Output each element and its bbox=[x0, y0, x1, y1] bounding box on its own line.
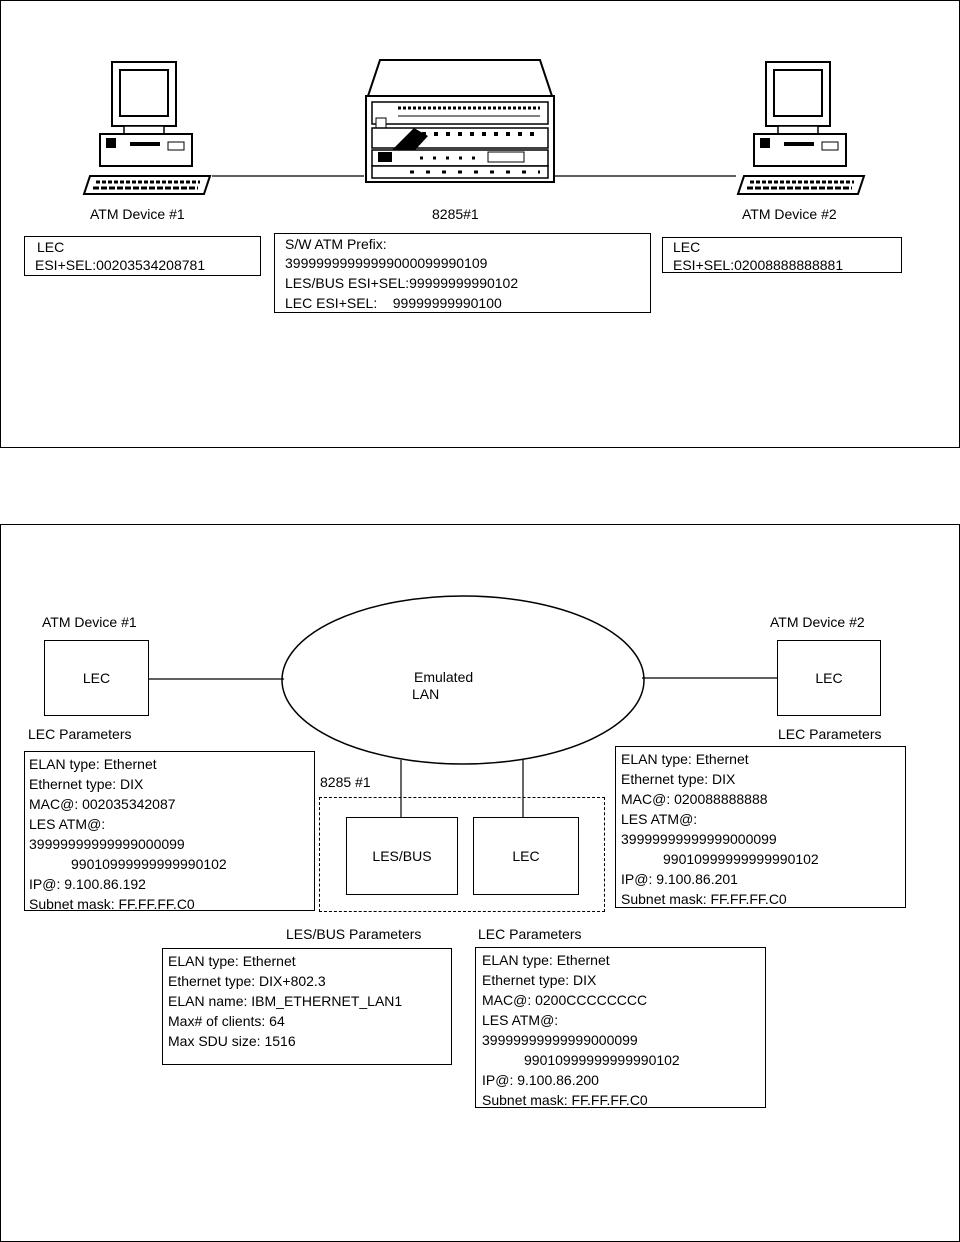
lesbus-params-box: ELAN type: Ethernet Ethernet type: DIX+8… bbox=[162, 948, 452, 1065]
lec-right-label: LEC bbox=[815, 670, 843, 686]
param-line: 39999999999999000099 bbox=[29, 836, 185, 852]
lec-left-label: LEC bbox=[82, 670, 111, 686]
param-line: 99010999999999990102 bbox=[524, 1052, 680, 1068]
switch-8285-label: 8285 #1 bbox=[320, 774, 371, 790]
device2-esi-line: ESI+SEL:02008888888881 bbox=[673, 257, 844, 273]
lec-params-right-box: ELAN type: Ethernet Ethernet type: DIX M… bbox=[615, 746, 906, 908]
lec-left-box: LEC bbox=[44, 640, 149, 716]
computer-2-icon bbox=[736, 61, 866, 195]
lec-params-center-title: LEC Parameters bbox=[478, 926, 582, 942]
switch-8285-boundary bbox=[319, 797, 605, 912]
atm-switch-icon bbox=[365, 59, 555, 183]
param-line: Max# of clients: 64 bbox=[168, 1013, 285, 1029]
bottom-device1-label: ATM Device #1 bbox=[42, 614, 137, 630]
param-line: LES ATM@: bbox=[621, 811, 698, 827]
param-line: ELAN type: Ethernet bbox=[621, 751, 749, 767]
param-line: 99010999999999990102 bbox=[663, 851, 819, 867]
param-line: ELAN name: IBM_ETHERNET_LAN1 bbox=[168, 993, 403, 1009]
param-line: MAC@: 0200CCCCCCCC bbox=[482, 992, 648, 1008]
param-line: IP@: 9.100.86.200 bbox=[482, 1072, 599, 1088]
lesbus-box: LES/BUS bbox=[346, 817, 458, 895]
switch-prefix-line: LEC ESI+SEL: 99999999990100 bbox=[285, 295, 502, 311]
lec-params-right-title: LEC Parameters bbox=[778, 726, 882, 742]
emulated-lan-ellipse bbox=[281, 595, 645, 765]
param-line: ELAN type: Ethernet bbox=[29, 756, 157, 772]
param-line: Max SDU size: 1516 bbox=[168, 1033, 296, 1049]
device1-esi-line: LEC bbox=[37, 239, 65, 255]
elan-label-line2: LAN bbox=[412, 686, 440, 702]
param-line: 39999999999999000099 bbox=[482, 1032, 638, 1048]
bottom-device2-label: ATM Device #2 bbox=[770, 614, 865, 630]
lec-params-left-title: LEC Parameters bbox=[28, 726, 132, 742]
switch-prefix-box: S/W ATM Prefix: 399999999999990000999901… bbox=[274, 233, 651, 313]
device2-esi-box: LEC ESI+SEL:02008888888881 bbox=[662, 237, 902, 273]
lec-params-center-box: ELAN type: Ethernet Ethernet type: DIX M… bbox=[475, 947, 766, 1108]
param-line: Subnet mask: FF.FF.FF.C0 bbox=[29, 896, 195, 912]
elan-label-line1: Emulated bbox=[414, 669, 474, 685]
top-switch-label: 8285#1 bbox=[432, 206, 479, 222]
device1-esi-line: ESI+SEL:00203534208781 bbox=[35, 257, 206, 273]
param-line: 39999999999999000099 bbox=[621, 831, 777, 847]
param-line: Ethernet type: DIX bbox=[29, 776, 144, 792]
param-line: 99010999999999990102 bbox=[71, 856, 227, 872]
switch-prefix-line: 3999999999999900009999010​9 bbox=[285, 255, 488, 271]
param-line: Ethernet type: DIX bbox=[621, 771, 736, 787]
lec-center-box: LEC bbox=[473, 817, 579, 895]
device1-esi-box: LEC ESI+SEL:00203534208781 bbox=[24, 236, 261, 276]
lec-center-label: LEC bbox=[512, 848, 540, 864]
device2-esi-line: LEC bbox=[673, 239, 701, 255]
param-line: LES ATM@: bbox=[482, 1012, 559, 1028]
param-line: Ethernet type: DIX+802.3 bbox=[168, 973, 326, 989]
lec-right-box: LEC bbox=[777, 640, 881, 716]
param-line: MAC@: 020088888888 bbox=[621, 791, 768, 807]
param-line: LES ATM@: bbox=[29, 816, 106, 832]
param-line: ELAN type: Ethernet bbox=[168, 953, 296, 969]
param-line: Ethernet type: DIX bbox=[482, 972, 597, 988]
lec-params-left-box: ELAN type: Ethernet Ethernet type: DIX M… bbox=[24, 751, 315, 912]
param-line: MAC@: 002035342087 bbox=[29, 796, 176, 812]
lesbus-label: LES/BUS bbox=[372, 848, 432, 864]
switch-prefix-line: LES/BUS ESI+SEL:99999999990102 bbox=[285, 275, 519, 291]
param-line: IP@: 9.100.86.192 bbox=[29, 876, 146, 892]
top-device2-label: ATM Device #2 bbox=[742, 206, 837, 222]
computer-1-icon bbox=[82, 61, 212, 195]
switch-prefix-line: S/W ATM Prefix: bbox=[285, 236, 387, 252]
lesbus-params-title: LES/BUS Parameters bbox=[286, 926, 422, 942]
param-line: ELAN type: Ethernet bbox=[482, 952, 610, 968]
param-line: Subnet mask: FF.FF.FF.C0 bbox=[621, 891, 787, 907]
physical-diagram-drawing bbox=[82, 59, 866, 195]
param-line: IP@: 9.100.86.201 bbox=[621, 871, 738, 887]
top-device1-label: ATM Device #1 bbox=[90, 206, 185, 222]
param-line: Subnet mask: FF.FF.FF.C0 bbox=[482, 1092, 648, 1108]
